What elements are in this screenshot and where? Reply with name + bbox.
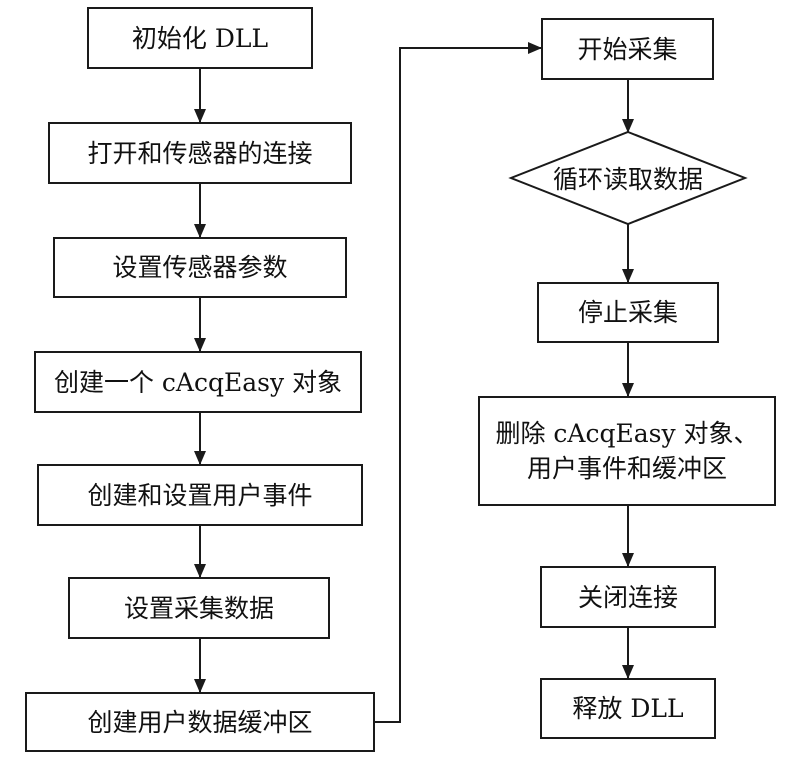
set-sensor-params-label: 设置传感器参数 [112,253,288,282]
loop-read-label: 循环读取数据 [552,165,703,194]
set-sensor-params-box: 设置传感器参数 [53,237,347,298]
close-connection-label: 关闭连接 [577,582,678,612]
create-user-events-box: 创建和设置用户事件 [37,464,363,526]
stop-acq-label: 停止采集 [577,298,678,327]
open-connection-box: 打开和传感器的连接 [48,122,352,184]
close-connection-box: 关闭连接 [540,566,716,628]
set-acq-data-box: 设置采集数据 [68,577,330,639]
create-buffer-box: 创建用户数据缓冲区 [25,692,375,752]
create-object-box: 创建一个 cAcqEasy 对象 [34,351,362,413]
create-user-events-label: 创建和设置用户事件 [87,480,313,510]
start-acq-box: 开始采集 [541,18,714,80]
loop-read-label-wrap: 循环读取数据 [511,132,745,224]
create-object-label: 创建一个 cAcqEasy 对象 [53,367,343,397]
delete-objects-label-line1: 删除 cAcqEasy 对象、 [495,419,759,448]
set-acq-data-label: 设置采集数据 [123,593,274,623]
release-dll-box: 释放 DLL [540,678,716,739]
open-connection-label: 打开和传感器的连接 [87,138,313,168]
release-dll-label: 释放 DLL [572,694,684,723]
start-acq-label: 开始采集 [577,34,678,64]
init-dll-label: 初始化 DLL [131,23,269,53]
create-buffer-label: 创建用户数据缓冲区 [87,707,313,737]
stop-acq-box: 停止采集 [537,282,719,343]
init-dll-box: 初始化 DLL [87,7,313,69]
arrow-buffer-to-start [375,42,542,723]
delete-objects-label-line2: 用户事件和缓冲区 [526,454,727,483]
delete-objects-box: 删除 cAcqEasy 对象、 用户事件和缓冲区 [478,396,776,506]
